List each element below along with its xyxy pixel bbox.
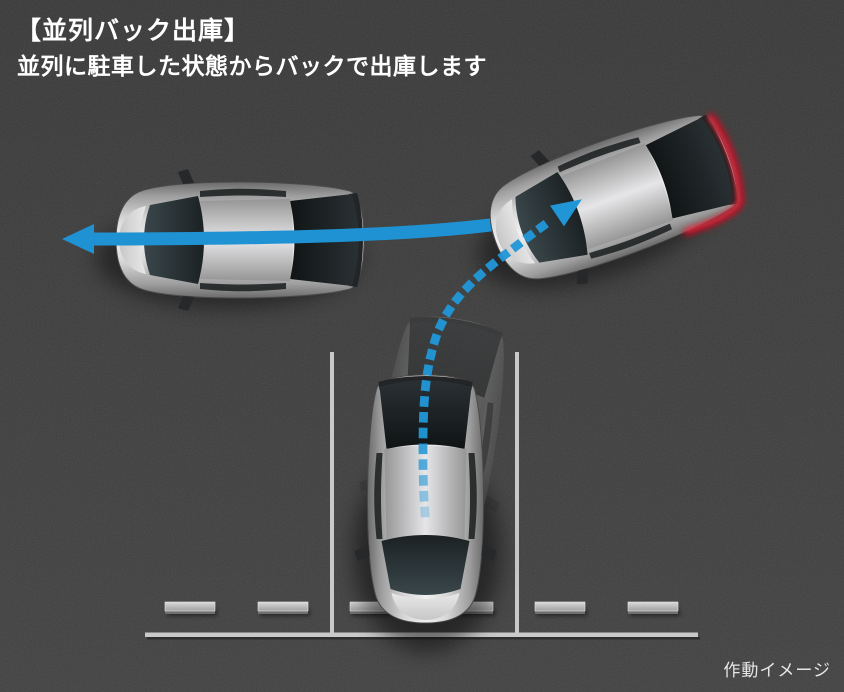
- wheel-stop: [628, 602, 680, 616]
- reverse-path-dot: [425, 348, 437, 361]
- reverse-path: [418, 199, 582, 518]
- reverse-path-arrowhead: [550, 199, 582, 227]
- reverse-path-dot: [472, 268, 487, 283]
- exit-arrow-head: [62, 224, 94, 254]
- exit-arrow-shaft: [89, 217, 499, 246]
- brake-light-core: [684, 116, 740, 232]
- reverse-path-dot: [461, 279, 476, 294]
- reverse-path-dot: [509, 238, 524, 253]
- reverse-path-dot: [419, 395, 430, 408]
- reverse-path-dot: [418, 411, 429, 423]
- wheel-stop: [258, 602, 310, 616]
- reverse-path-dot: [434, 318, 448, 332]
- diagram-subtitle: 並列に駐車した状態からバックで出庫します: [17, 53, 487, 79]
- parking-line-right: [515, 352, 519, 633]
- exit-direction-arrow: [62, 217, 499, 254]
- reverse-path-dot: [484, 258, 499, 272]
- reverse-path-dot: [420, 379, 431, 392]
- reverse-path-dot: [429, 333, 442, 346]
- reverse-path-dot: [442, 304, 456, 318]
- reverse-path-dot: [420, 506, 430, 518]
- reverse-path-dot: [522, 229, 537, 243]
- parking-line-left: [330, 352, 334, 633]
- wheel-stop: [535, 602, 587, 616]
- reverse-path-dot: [419, 490, 429, 502]
- diagram-title: 【並列バック出庫】: [16, 17, 251, 45]
- reverse-path-dots: [418, 220, 549, 518]
- reverse-path-dot: [418, 443, 428, 455]
- reverse-path-dot: [418, 459, 428, 470]
- wheel-stop: [165, 602, 217, 616]
- reverse-path-dot: [422, 364, 434, 377]
- image-disclaimer: 作動イメージ: [723, 661, 831, 680]
- brake-light-glow: [683, 112, 744, 237]
- reverse-path-dot: [418, 474, 428, 486]
- reverse-path-dot: [497, 248, 512, 263]
- car-backed-out-position: [470, 89, 754, 309]
- reverse-path-dot: [535, 220, 549, 234]
- reverse-path-dot: [451, 291, 465, 305]
- reverse-path-dot: [418, 427, 428, 439]
